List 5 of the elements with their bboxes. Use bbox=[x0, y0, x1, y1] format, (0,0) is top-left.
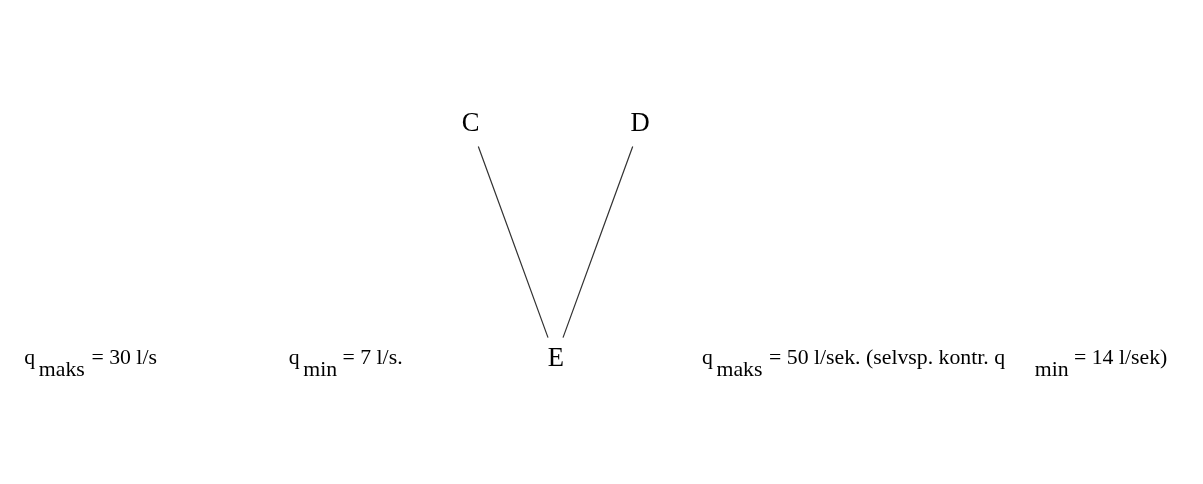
node-text: D bbox=[630, 107, 650, 138]
node-text: C bbox=[461, 107, 480, 138]
connector bbox=[477, 145, 549, 339]
node-text: E bbox=[547, 342, 564, 373]
connector bbox=[562, 145, 634, 339]
